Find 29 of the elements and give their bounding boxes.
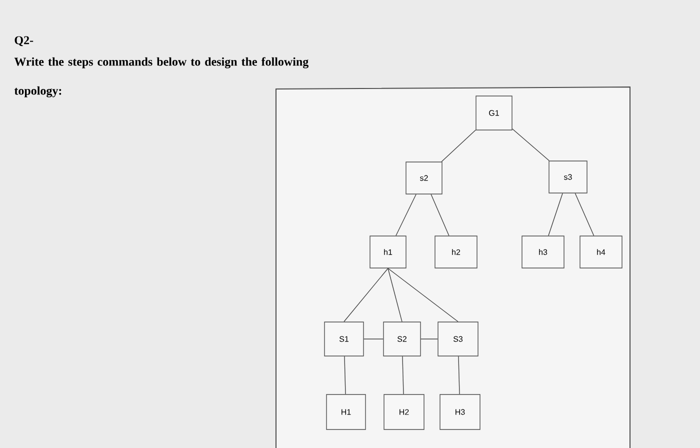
node-box: H2 bbox=[384, 394, 424, 430]
connector-line bbox=[402, 356, 404, 394]
node-box: G1 bbox=[476, 96, 512, 130]
node-box: h1 bbox=[370, 236, 406, 268]
connector-line bbox=[430, 194, 450, 236]
connector-line bbox=[364, 338, 384, 340]
node-box: s3 bbox=[548, 160, 588, 194]
node-box: S1 bbox=[324, 322, 364, 356]
connector-line bbox=[388, 268, 402, 322]
node-box: h4 bbox=[580, 236, 622, 268]
connector-line bbox=[388, 268, 458, 322]
connector-line bbox=[420, 338, 438, 340]
question-number: Q2- bbox=[14, 36, 34, 46]
connector-line bbox=[548, 193, 563, 236]
connector-line bbox=[441, 130, 476, 162]
connector-line bbox=[458, 356, 460, 394]
node-box: s2 bbox=[406, 162, 442, 194]
connector-line bbox=[344, 268, 388, 322]
connector-line bbox=[344, 356, 346, 394]
node-box: S2 bbox=[383, 322, 421, 356]
connector-line bbox=[512, 128, 550, 161]
connector-line bbox=[574, 193, 594, 236]
node-box: S3 bbox=[438, 322, 478, 356]
node-box: h3 bbox=[522, 236, 564, 268]
connector-line bbox=[396, 194, 416, 236]
node-box: H1 bbox=[326, 394, 366, 430]
question-text: Write the steps commands below to design the following topology: bbox=[14, 57, 309, 98]
node-box: H3 bbox=[440, 394, 480, 430]
node-box: h2 bbox=[434, 236, 478, 268]
